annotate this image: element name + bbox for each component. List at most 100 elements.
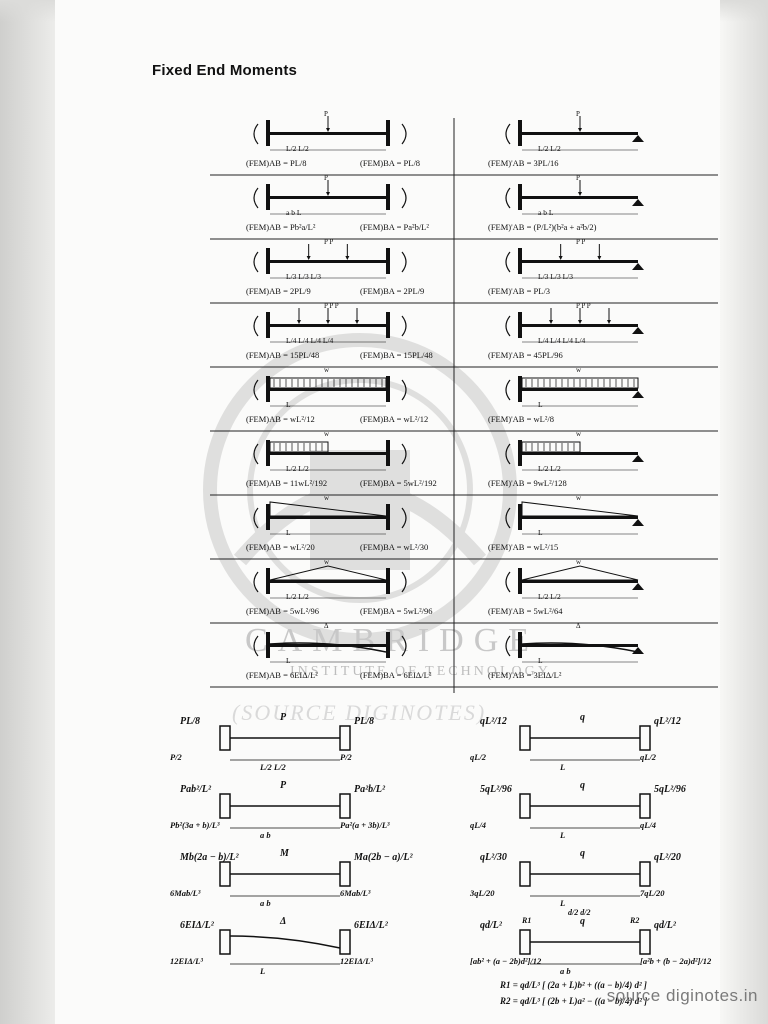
dimension-label: L/2 L/2 bbox=[538, 144, 561, 153]
fixed-support-left bbox=[219, 861, 231, 887]
row-divider bbox=[210, 430, 718, 432]
beam bbox=[270, 644, 386, 647]
fixed-support-a bbox=[518, 504, 522, 530]
beam bbox=[522, 388, 638, 391]
pin-support-b bbox=[632, 455, 644, 462]
moment-arrow-a bbox=[253, 123, 259, 145]
pin-support-b bbox=[632, 519, 644, 526]
fixed-support-a bbox=[518, 632, 522, 658]
distributed-load bbox=[521, 441, 581, 453]
fixed-support-left bbox=[519, 929, 531, 955]
fixed-support-b bbox=[386, 504, 390, 530]
distributed-load bbox=[269, 377, 387, 389]
reaction-right: [a²b + (b − 2a)d²]/12 bbox=[640, 956, 712, 966]
end-moment-left: qL²/30 bbox=[480, 852, 507, 863]
reaction-r1-label: R1 bbox=[522, 916, 532, 925]
fixed-support-right bbox=[339, 725, 351, 751]
beam bbox=[270, 452, 386, 455]
fixed-support-left bbox=[519, 793, 531, 819]
pin-support-b bbox=[632, 135, 644, 142]
reaction-left: qL/2 bbox=[470, 752, 487, 762]
reaction-right: 6Mab/L³ bbox=[340, 888, 371, 898]
dimension-label: L bbox=[560, 762, 566, 772]
dimension-label: L bbox=[538, 400, 543, 409]
dimension-label: a b L bbox=[538, 208, 554, 217]
fem-formula-ab: (FEM)'AB = PL/3 bbox=[488, 286, 551, 296]
row-divider bbox=[210, 238, 718, 240]
fem-formula-ba: (FEM)BA = Pa²b/L² bbox=[360, 222, 429, 232]
fem-formula-ab: (FEM)'AB = 3EIΔ/L² bbox=[488, 670, 562, 680]
beam-diagram bbox=[505, 501, 644, 535]
moment-arrow-a bbox=[253, 187, 259, 209]
row-divider bbox=[210, 686, 718, 688]
reaction-left: 3qL/20 bbox=[470, 888, 495, 898]
moment-arrow-b bbox=[401, 443, 407, 465]
reaction-left: Pb²(3a + b)/L³ bbox=[170, 820, 220, 830]
reaction-right: 12EIΔ/L³ bbox=[340, 956, 373, 966]
pin-support-b bbox=[632, 583, 644, 590]
point-load-head bbox=[607, 320, 611, 324]
load-label: q bbox=[580, 712, 585, 723]
fem-formula-ab: (FEM)AB = 2PL/9 bbox=[246, 286, 311, 296]
dimension-label: L bbox=[538, 656, 543, 665]
dimension-label: a b bbox=[560, 966, 571, 976]
beam-case-diagram bbox=[519, 929, 651, 965]
fixed-support-right bbox=[639, 793, 651, 819]
moment-arrow-b bbox=[401, 379, 407, 401]
reaction-right: qL/4 bbox=[640, 820, 657, 830]
fem-formula-ab: (FEM)'AB = (P/L²)(b²a + a²b/2) bbox=[488, 222, 597, 232]
fixed-support-b bbox=[386, 120, 390, 146]
fixed-support-a bbox=[266, 248, 270, 274]
fem-formula-ab: (FEM)'AB = wL²/15 bbox=[488, 542, 559, 552]
dimension-label: a b bbox=[260, 898, 271, 908]
beam-diagram bbox=[505, 632, 644, 663]
reaction-right: P/2 bbox=[340, 752, 352, 762]
fixed-support-left bbox=[219, 793, 231, 819]
dimension-label: L bbox=[286, 528, 291, 537]
beam bbox=[522, 132, 638, 135]
fem-formula-ab: (FEM)AB = wL²/20 bbox=[246, 542, 315, 552]
moment-arrow-a bbox=[505, 123, 511, 145]
point-load-head bbox=[306, 256, 311, 260]
fixed-support-b bbox=[386, 632, 390, 658]
fem-formula-ab: (FEM)AB = 11wL²/192 bbox=[246, 478, 328, 488]
beam-diagram bbox=[505, 376, 644, 407]
moment-arrow-a bbox=[253, 315, 259, 337]
fixed-support-a bbox=[266, 376, 270, 402]
beam bbox=[270, 324, 386, 327]
point-load-head bbox=[355, 320, 359, 324]
row-divider bbox=[210, 494, 718, 496]
load-label: P bbox=[576, 110, 580, 118]
moment-arrow-a bbox=[505, 443, 511, 465]
point-load-head bbox=[558, 256, 563, 260]
moment-arrow-b bbox=[401, 123, 407, 145]
load-label: P bbox=[324, 174, 328, 182]
fixed-support-b bbox=[386, 376, 390, 402]
reaction-r1-formula: R1 = qd/L³ [ (2a + L)b² + ((a − b)/4) d²… bbox=[500, 980, 647, 990]
beam bbox=[270, 580, 386, 583]
fixed-support-right bbox=[639, 929, 651, 955]
pin-support-b bbox=[632, 327, 644, 334]
dimension-label: L/3 L/3 L/3 bbox=[286, 272, 321, 281]
beam-diagram bbox=[253, 180, 407, 215]
dimension-label: L/2 L/2 bbox=[538, 464, 561, 473]
load-label: P bbox=[280, 712, 287, 723]
dimension-label: L/3 L/3 L/3 bbox=[538, 272, 573, 281]
moment-arrow-a bbox=[253, 443, 259, 465]
moment-arrow-a bbox=[253, 507, 259, 529]
beam-case-diagram bbox=[519, 793, 651, 829]
dimension-label: L/2 L/2 bbox=[286, 592, 309, 601]
